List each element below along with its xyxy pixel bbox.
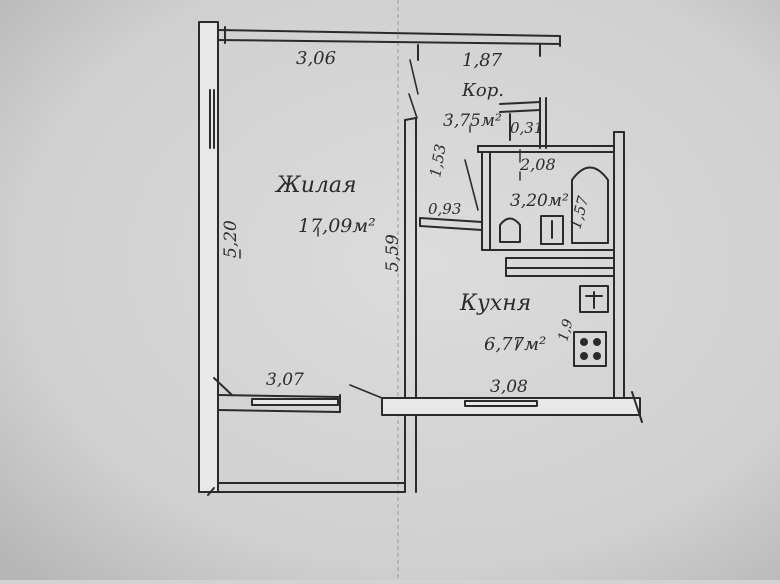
bathtub-icon xyxy=(571,166,609,244)
top-wall xyxy=(217,26,561,61)
room-label-kitchen: Кухня xyxy=(459,291,531,316)
inner-wall-living xyxy=(404,59,419,493)
dim-inner-wall: 5,59 xyxy=(383,234,403,272)
dim-top-left: 3,06 xyxy=(296,48,336,69)
room-label-living: Жилая xyxy=(274,173,357,198)
dim-kitchen-depth: 1,9 xyxy=(555,317,576,343)
stove-icon xyxy=(573,331,607,367)
left-outer-wall xyxy=(198,21,219,496)
dim-left-wall: 5,20 xyxy=(221,220,241,258)
area-label-living: 17,09м² xyxy=(298,215,376,237)
area-label-kitchen: 6,77м² xyxy=(484,334,546,355)
kitchen-right-wall xyxy=(613,131,625,399)
dim-bath-width: 2,08 xyxy=(519,155,556,174)
area-label-bathroom: 3,20м² xyxy=(510,191,569,211)
toilet-icon xyxy=(499,217,521,243)
corridor-partitions xyxy=(477,97,615,153)
dim-closet: 0,31 xyxy=(510,119,543,137)
room-label-corridor: Кор. xyxy=(461,80,504,101)
kitchen-fixtures xyxy=(573,285,609,367)
dim-kitchen-wall: 3,08 xyxy=(490,377,528,397)
dim-corridor-width: 1,53 xyxy=(426,143,450,179)
kitchen-sink-icon xyxy=(579,285,609,313)
dim-door-gap: 0,93 xyxy=(428,200,461,218)
bottom-walls xyxy=(213,377,643,493)
bathroom-block xyxy=(419,151,615,277)
sink-icon xyxy=(540,215,564,245)
area-label-corridor: 3,75м² xyxy=(443,111,502,131)
dimension-ticks xyxy=(239,125,521,351)
dim-top-right: 1,87 xyxy=(462,50,503,71)
dim-balcony: 3,07 xyxy=(266,370,304,390)
